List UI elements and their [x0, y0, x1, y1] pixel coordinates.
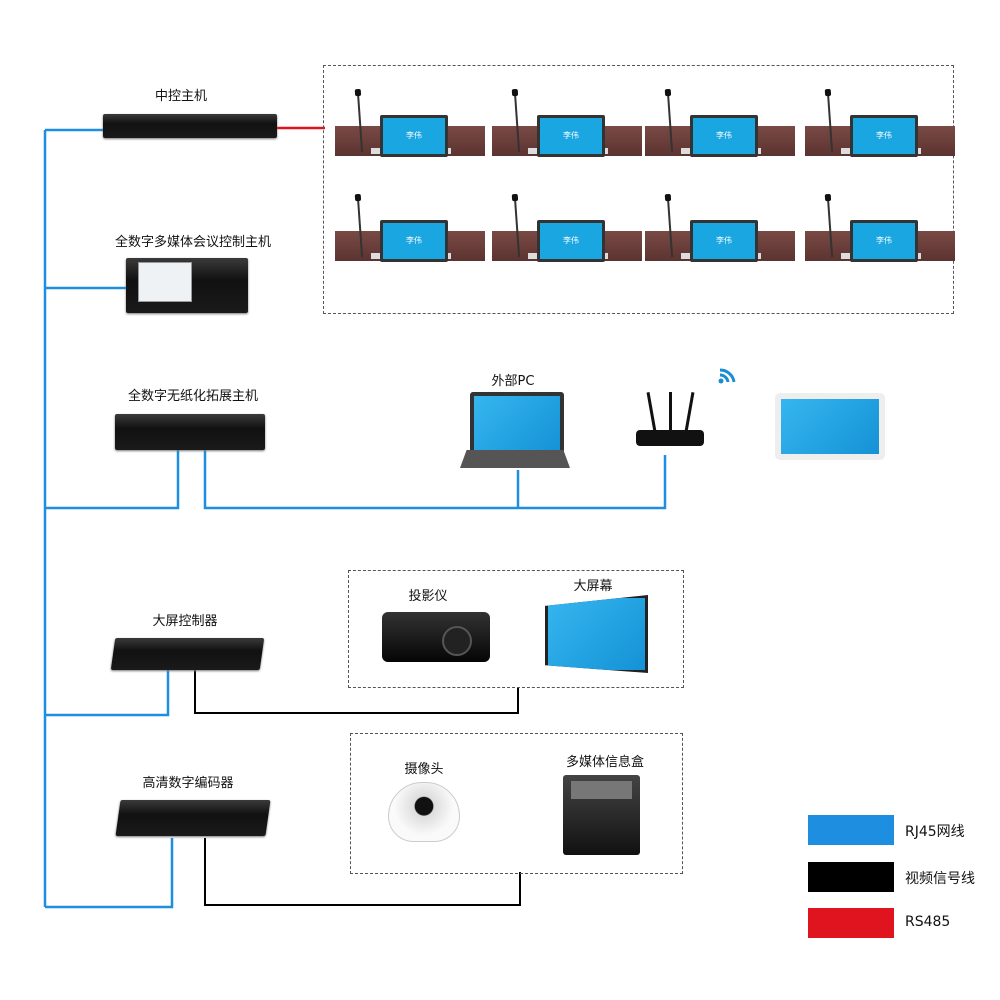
terminal-screen: 李伟: [690, 220, 758, 262]
terminal-name: 李伟: [406, 236, 422, 245]
external-pc-label: 外部PC: [491, 374, 535, 389]
desk-terminal: 李伟: [492, 90, 642, 168]
legend-label-rj45: RJ45网线: [905, 824, 965, 840]
desk-terminal: 李伟: [805, 195, 955, 273]
video-line-display: [194, 670, 519, 714]
projector-icon: [382, 612, 490, 662]
desk-terminal: 李伟: [645, 90, 795, 168]
conference-terminals-group: [323, 65, 954, 314]
central-control-label: 中控主机: [154, 89, 208, 104]
terminal-screen: 李伟: [690, 115, 758, 157]
laptop-keyboard: [460, 450, 570, 468]
rj45-encoder: [45, 838, 174, 909]
terminal-name: 李伟: [563, 236, 579, 245]
expansion-host-label: 全数字无纸化拓展主机: [127, 389, 259, 404]
terminal-screen: 李伟: [850, 220, 918, 262]
desk-terminal: 李伟: [645, 195, 795, 273]
terminal-screen: 李伟: [380, 220, 448, 262]
display-group: [348, 570, 684, 688]
terminal-name: 李伟: [406, 131, 422, 140]
encoder-device: [115, 800, 271, 836]
rj45-screen-controller: [45, 670, 170, 717]
camera-label: 摄像头: [404, 762, 444, 777]
wifi-icon: [718, 368, 736, 384]
terminal-name: 李伟: [876, 236, 892, 245]
terminal-screen: 李伟: [380, 115, 448, 157]
legend-swatch-rj45: [808, 815, 894, 845]
terminal-screen: 李伟: [537, 220, 605, 262]
terminal-name: 李伟: [876, 131, 892, 140]
terminal-name: 李伟: [563, 131, 579, 140]
screen-controller-device: [110, 638, 265, 670]
capture-group: [350, 733, 683, 874]
legend-label-rs485: RS485: [905, 914, 951, 930]
legend-swatch-rs485: [808, 908, 894, 938]
rj45-expansion: [45, 450, 180, 510]
desk-terminal: 李伟: [805, 90, 955, 168]
expansion-host-device: [115, 414, 265, 450]
projector-label: 投影仪: [408, 589, 448, 604]
encoder-label: 高清数字编码器: [142, 776, 234, 791]
terminal-screen: 李伟: [850, 115, 918, 157]
tablet-icon: [775, 393, 885, 460]
video-line-capture: [204, 838, 521, 906]
laptop-icon: [470, 392, 564, 455]
central-control-device: [103, 114, 277, 138]
legend-label-video: 视频信号线: [905, 871, 975, 887]
media-box-label: 多媒体信息盒: [565, 755, 645, 770]
media-box-icon: [563, 775, 640, 855]
router-icon: [636, 392, 704, 455]
camera-icon: [384, 782, 462, 850]
screen-controller-label: 大屏控制器: [152, 614, 218, 629]
desk-terminal: 李伟: [335, 195, 485, 273]
rj45-network: [203, 450, 667, 510]
big-screen-icon: [545, 595, 648, 673]
terminal-name: 李伟: [716, 236, 732, 245]
terminal-name: 李伟: [716, 131, 732, 140]
big-screen-label: 大屏幕: [573, 579, 613, 594]
multimedia-host-device: [126, 258, 248, 313]
legend-swatch-video: [808, 862, 894, 892]
terminal-screen: 李伟: [537, 115, 605, 157]
desk-terminal: 李伟: [335, 90, 485, 168]
multimedia-host-label: 全数字多媒体会议控制主机: [114, 235, 272, 250]
desk-terminal: 李伟: [492, 195, 642, 273]
